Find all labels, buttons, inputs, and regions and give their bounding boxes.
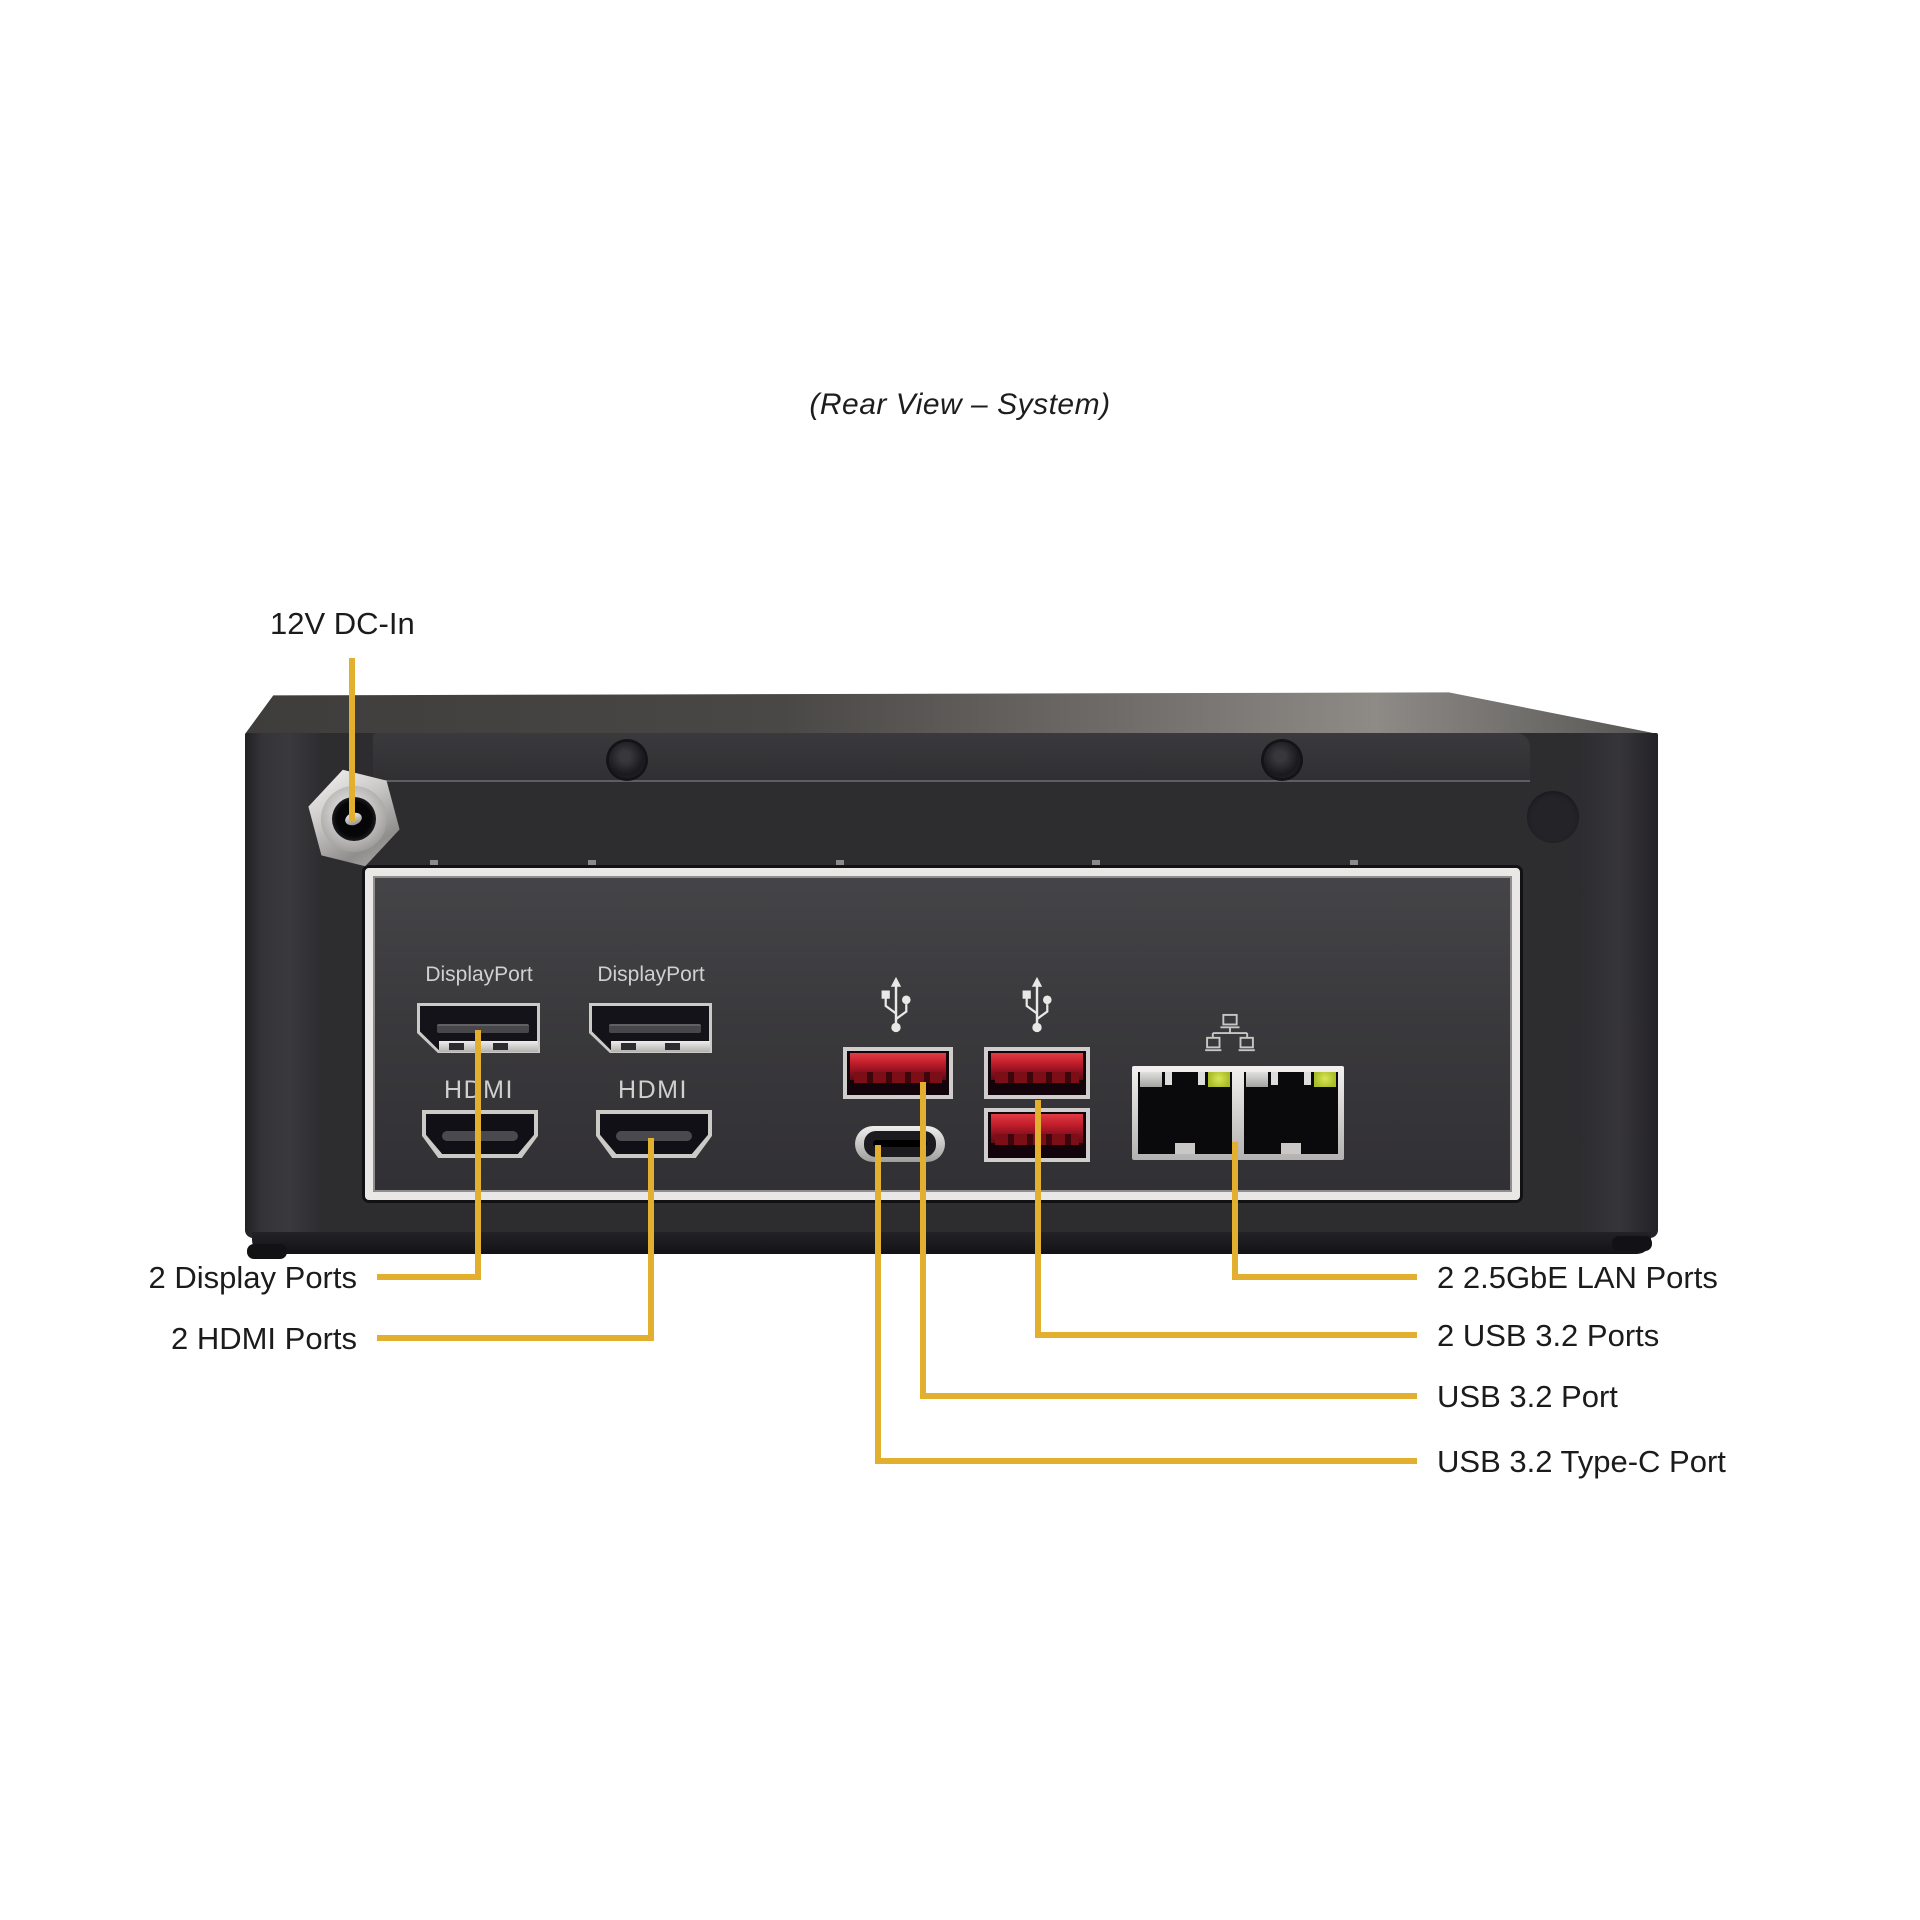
displayport-notch — [621, 1043, 636, 1050]
lan-clip-slot — [1175, 1143, 1195, 1154]
leader-line-dc-in — [349, 658, 355, 822]
callout-usb-single: USB 3.2 Port — [1437, 1379, 1618, 1414]
chassis-top-surface — [245, 692, 1658, 734]
hdmi-tongue — [615, 1131, 693, 1142]
displayport-notch — [493, 1043, 508, 1050]
callout-dc-in: 12V DC-In — [270, 606, 415, 641]
lan-tab — [1304, 1072, 1311, 1085]
lan-icon — [1204, 1013, 1256, 1055]
usb-icon — [877, 976, 915, 1034]
callout-lan-ports: 2 2.5GbE LAN Ports — [1437, 1260, 1718, 1295]
callout-usb-typec: USB 3.2 Type-C Port — [1437, 1444, 1726, 1479]
rear-round-button — [1527, 791, 1579, 843]
leader-line-usb-single-h — [920, 1393, 1417, 1399]
shield-tick — [836, 860, 844, 865]
leader-line-hdmi-v — [648, 1138, 654, 1341]
lan-port-2 — [1244, 1072, 1338, 1154]
displayport-notch — [665, 1043, 680, 1050]
usb-c-port — [855, 1126, 945, 1162]
leader-line-usb-single-v — [920, 1082, 926, 1399]
lan-clip-slot — [1281, 1143, 1301, 1154]
leader-line-usb-pair-v — [1035, 1100, 1041, 1338]
shield-tick — [430, 860, 438, 865]
usb-a-port-1 — [843, 1047, 953, 1099]
leader-line-usb-pair-h — [1035, 1332, 1417, 1338]
hdmi-label-2: HDMI — [618, 1076, 688, 1104]
chassis-lid-strip — [373, 733, 1530, 782]
displayport-label-1: DisplayPort — [425, 963, 533, 986]
leader-line-displayports-h — [377, 1274, 481, 1280]
lan-port-block — [1132, 1066, 1344, 1160]
lan-led-right — [1208, 1072, 1230, 1087]
displayport-label-2: DisplayPort — [597, 963, 705, 986]
lan-port-1 — [1138, 1072, 1232, 1154]
hdmi-port-2 — [596, 1110, 712, 1158]
chassis-foot-left — [247, 1244, 287, 1259]
lan-led-left — [1246, 1072, 1268, 1087]
callout-hdmi-ports: 2 HDMI Ports — [170, 1321, 357, 1356]
lan-tab — [1165, 1072, 1172, 1085]
leader-line-displayports-v — [475, 1030, 481, 1280]
chassis-bottom-edge — [252, 1232, 1651, 1254]
lan-led-right — [1314, 1072, 1336, 1087]
leader-line-lan-h — [1232, 1274, 1417, 1280]
displayport-tongue — [436, 1024, 529, 1033]
lan-tab — [1198, 1072, 1205, 1085]
chassis-foot-right — [1612, 1236, 1652, 1251]
shield-tick — [1350, 860, 1358, 865]
displayport-bezel — [611, 1041, 710, 1052]
leader-line-hdmi-h — [377, 1335, 654, 1341]
leader-line-typec-v — [875, 1145, 881, 1464]
leader-line-lan-v — [1232, 1142, 1238, 1280]
screw-icon — [609, 742, 645, 778]
usb-a-port-2 — [984, 1047, 1090, 1099]
callout-display-ports: 2 Display Ports — [148, 1260, 357, 1295]
usb-icon — [1018, 976, 1056, 1034]
screw-icon — [1264, 742, 1300, 778]
displayport-port-2 — [589, 1003, 712, 1053]
figure-title: (Rear View – System) — [809, 388, 1111, 421]
shield-tick — [588, 860, 596, 865]
callout-usb-pair: 2 USB 3.2 Ports — [1437, 1318, 1660, 1353]
usb-a-contacts — [994, 1072, 1080, 1083]
shield-tick — [1092, 860, 1100, 865]
lan-tab — [1271, 1072, 1278, 1085]
lan-led-left — [1140, 1072, 1162, 1087]
usb-a-contacts — [854, 1072, 942, 1083]
usb-c-tongue — [873, 1140, 927, 1147]
displayport-notch — [449, 1043, 464, 1050]
leader-line-typec-h — [875, 1458, 1417, 1464]
displayport-bezel — [439, 1041, 538, 1052]
displayport-tongue — [608, 1024, 701, 1033]
